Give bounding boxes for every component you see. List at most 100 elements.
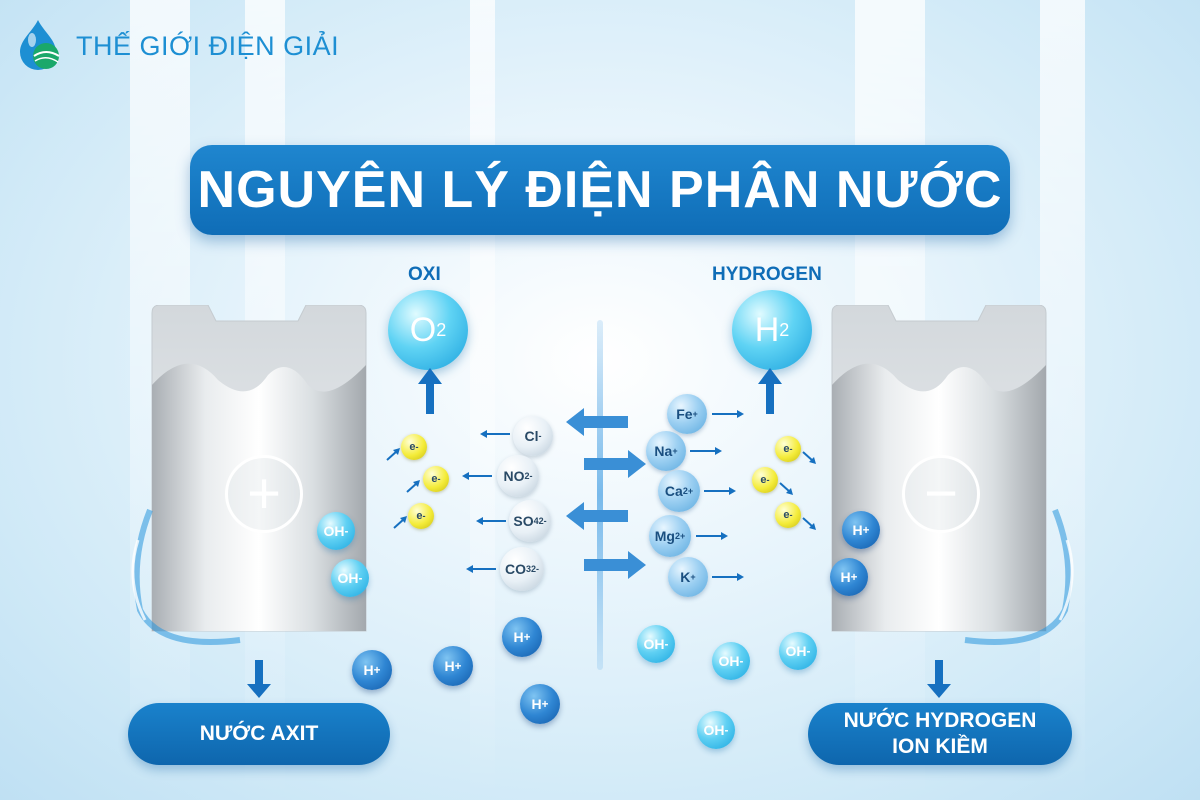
ion-label: OH bbox=[785, 643, 807, 659]
electron-ball: e- bbox=[401, 434, 427, 460]
ion-charge: - bbox=[806, 644, 811, 658]
left-arrow-icon bbox=[476, 517, 506, 525]
title-banner: NGUYÊN LÝ ĐIỆN PHÂN NƯỚC bbox=[190, 145, 1010, 235]
alkaline-water-text: NƯỚC HYDROGEN ION KIỀM bbox=[844, 708, 1037, 760]
left-arrow-icon bbox=[566, 502, 628, 530]
right-arrow-icon bbox=[584, 551, 646, 579]
hydroxide-ion: OH- bbox=[779, 632, 817, 670]
hydrogen-subscript: 2 bbox=[779, 319, 790, 340]
water-splash-icon bbox=[131, 508, 241, 645]
cation-charge: 2+ bbox=[674, 531, 686, 541]
right-arrow-icon bbox=[704, 487, 736, 495]
anion-label: NO bbox=[503, 468, 525, 484]
ion-charge: + bbox=[454, 659, 462, 673]
ion-charge: - bbox=[739, 654, 744, 668]
anion-charge: - bbox=[529, 471, 533, 481]
left-arrow-icon bbox=[480, 430, 510, 438]
electron-charge: - bbox=[766, 475, 770, 485]
electron-ball: e- bbox=[423, 466, 449, 492]
ion-label: OH bbox=[323, 523, 345, 539]
anion-charge: - bbox=[538, 431, 542, 441]
ion-charge: + bbox=[373, 663, 381, 677]
right-arrow-icon bbox=[712, 410, 744, 418]
alkaline-water-label: NƯỚC HYDROGEN ION KIỀM bbox=[808, 703, 1072, 765]
down-arrow-icon bbox=[927, 660, 951, 698]
anion-charge: 2- bbox=[538, 516, 547, 526]
ion-label: H bbox=[840, 569, 851, 585]
electron-label: e bbox=[409, 441, 416, 453]
hydrogen-ion: H+ bbox=[502, 617, 542, 657]
cathode-sign: − bbox=[924, 461, 958, 526]
cation-charge: + bbox=[692, 409, 698, 419]
left-arrow-icon bbox=[466, 565, 496, 573]
cation-charge: + bbox=[690, 572, 696, 582]
down-arrow-icon bbox=[247, 660, 271, 698]
electron-charge: - bbox=[415, 442, 419, 452]
cation-ball: Fe+ bbox=[667, 394, 707, 434]
light-ray bbox=[1040, 0, 1085, 800]
oxygen-subscript: 2 bbox=[436, 319, 447, 340]
anion-subscript: 3 bbox=[525, 564, 531, 574]
electron-ball: e- bbox=[775, 436, 801, 462]
up-arrow-icon bbox=[418, 368, 442, 414]
hydrogen-ion: H+ bbox=[433, 646, 473, 686]
brand-logo: THẾ GIỚI ĐIỆN GIẢI bbox=[14, 18, 339, 74]
ion-label: OH bbox=[337, 570, 359, 586]
hydroxide-ion: OH- bbox=[697, 711, 735, 749]
cation-charge: + bbox=[672, 446, 678, 456]
hydrogen-label: HYDROGEN bbox=[712, 264, 822, 285]
hydrogen-ion: H+ bbox=[830, 558, 868, 596]
acid-water-text: NƯỚC AXIT bbox=[199, 722, 319, 745]
ion-charge: - bbox=[358, 571, 363, 585]
electron-ball: e- bbox=[408, 503, 434, 529]
ion-label: OH bbox=[718, 653, 740, 669]
anion-label: CO bbox=[504, 561, 526, 577]
right-arrow-icon bbox=[712, 573, 744, 581]
cation-ball: K+ bbox=[668, 557, 708, 597]
electron-label: e bbox=[760, 474, 767, 486]
electron-label: e bbox=[783, 443, 790, 455]
cation-label: Ca bbox=[664, 483, 683, 499]
anode-sign: + bbox=[247, 461, 281, 526]
minus-sign-icon: − bbox=[902, 455, 980, 533]
right-arrow-icon bbox=[690, 447, 722, 455]
ion-charge: - bbox=[724, 723, 729, 737]
brand-name: THẾ GIỚI ĐIỆN GIẢI bbox=[76, 30, 340, 61]
cation-charge: 2+ bbox=[682, 486, 694, 496]
ion-label: H bbox=[531, 696, 542, 712]
arrow-icon bbox=[393, 516, 407, 529]
hydroxide-ion: OH- bbox=[712, 642, 750, 680]
anion-label: SO bbox=[513, 513, 534, 529]
arrow-icon bbox=[779, 482, 793, 495]
ion-label: H bbox=[363, 662, 374, 678]
hydrogen-ion: H+ bbox=[352, 650, 392, 690]
alkaline-water-line1: NƯỚC HYDROGEN bbox=[843, 709, 1037, 732]
electron-charge: - bbox=[789, 444, 793, 454]
alkaline-water-line2: ION KIỀM bbox=[892, 735, 988, 758]
electron-charge: - bbox=[789, 510, 793, 520]
ion-label: H bbox=[852, 522, 863, 538]
left-arrow-icon bbox=[566, 408, 628, 436]
water-splash-icon bbox=[964, 508, 1074, 645]
anion-ball: Cl- bbox=[513, 416, 553, 456]
anion-label: Cl bbox=[524, 428, 539, 444]
electron-label: e bbox=[783, 509, 790, 521]
cation-label: Fe bbox=[676, 406, 693, 422]
page-title: NGUYÊN LÝ ĐIỆN PHÂN NƯỚC bbox=[197, 161, 1003, 219]
ion-charge: + bbox=[523, 630, 531, 644]
right-arrow-icon bbox=[584, 450, 646, 478]
hydroxide-ion: OH- bbox=[331, 559, 369, 597]
light-ray bbox=[470, 0, 495, 800]
electron-ball: e- bbox=[775, 502, 801, 528]
hydroxide-ion: OH- bbox=[637, 625, 675, 663]
ion-charge: + bbox=[850, 570, 858, 584]
ion-charge: + bbox=[541, 697, 549, 711]
arrow-icon bbox=[802, 517, 816, 530]
up-arrow-icon bbox=[758, 368, 782, 414]
anion-charge: 2- bbox=[531, 564, 540, 574]
water-drop-globe-icon bbox=[20, 20, 60, 70]
plus-sign-icon: + bbox=[225, 455, 303, 533]
